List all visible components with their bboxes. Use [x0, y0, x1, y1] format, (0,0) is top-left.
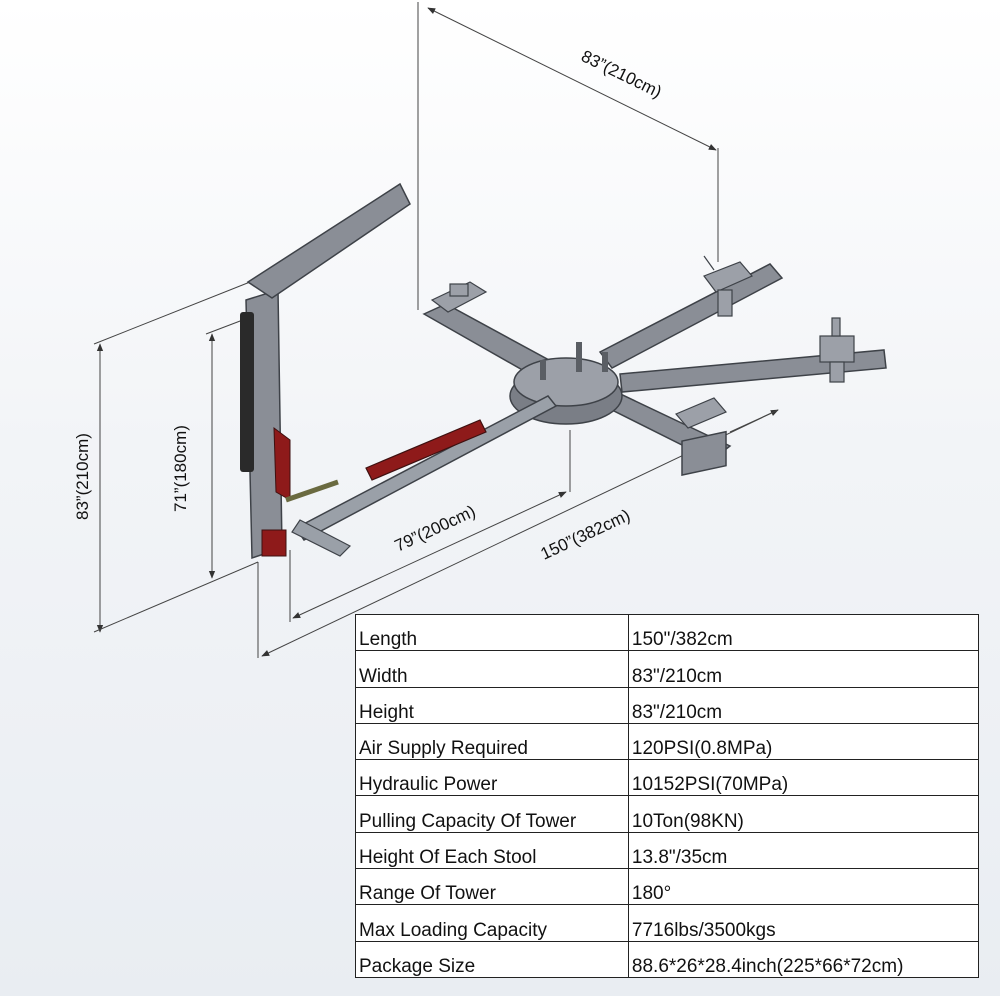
turntable-post [602, 352, 608, 372]
cross-arm-back-right [598, 263, 784, 369]
spec-label: Hydraulic Power [355, 759, 629, 797]
spec-label: Pulling Capacity Of Tower [355, 795, 629, 833]
spec-label: Range Of Tower [355, 868, 629, 906]
spec-label: Height Of Each Stool [355, 831, 629, 870]
clamp-front-right [675, 397, 727, 429]
spec-label: Package Size [355, 940, 629, 978]
clamp-right [819, 317, 855, 383]
spec-value: 7716lbs/3500kgs [627, 904, 980, 942]
stand-right-front [681, 430, 727, 476]
dim-label-total-length: 150”(382cm) [538, 506, 633, 564]
tower-foot [291, 519, 352, 557]
tower-arm [246, 182, 411, 299]
turntable-post [576, 342, 582, 372]
spec-value: 83"/210cm [627, 650, 980, 688]
spec-value: 13.8"/35cm [627, 831, 980, 870]
spec-label: Length [355, 613, 629, 652]
dim-label-height-tower: 71”(180cm) [171, 425, 190, 512]
tower-chain [240, 312, 254, 472]
dim-label-height-outer: 83”(210cm) [73, 433, 92, 520]
spec-label: Air Supply Required [355, 722, 629, 761]
tower-cylinder [273, 426, 291, 501]
frame-machine [240, 182, 887, 560]
spec-label: Height [355, 686, 629, 724]
spec-label: Max Loading Capacity [355, 904, 629, 942]
tower-base-block [261, 529, 287, 557]
dim-label-width-top: 83”(210cm) [578, 47, 664, 102]
spec-value: 88.6*26*28.4inch(225*66*72cm) [627, 940, 980, 978]
spec-value: 10152PSI(70MPa) [627, 759, 980, 797]
spec-value: 180° [627, 868, 980, 906]
pull-ram [365, 419, 487, 481]
spec-value: 83"/210cm [627, 686, 980, 724]
main-beam [294, 395, 558, 541]
tower-lever [285, 479, 339, 503]
clamp-back-left [430, 281, 488, 313]
clamp-back-right [703, 255, 753, 317]
spec-value: 150"/382cm [627, 613, 980, 652]
dim-label-base-length: 79”(200cm) [392, 502, 479, 556]
spec-value: 10Ton(98KN) [627, 795, 980, 833]
spec-value: 120PSI(0.8MPa) [627, 722, 980, 761]
turntable-post [540, 360, 546, 380]
spec-label: Width [355, 650, 629, 688]
